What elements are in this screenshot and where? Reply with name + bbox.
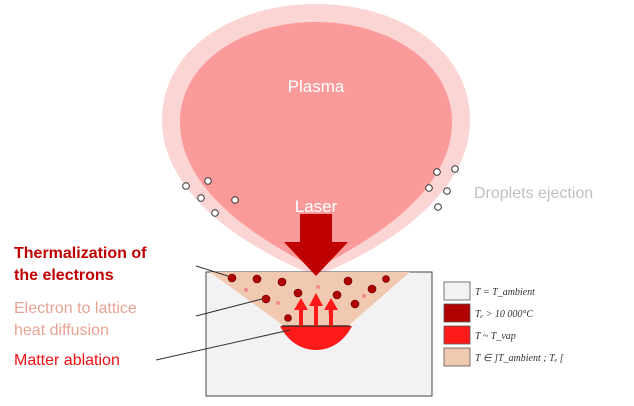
laser-arrow <box>284 214 348 276</box>
heat-dot <box>316 285 320 289</box>
electron-dot <box>332 290 342 300</box>
heat-dot <box>276 301 280 305</box>
legend-text-intermediate: T ∈ ]T_ambient ; Tₑ [ <box>475 353 565 364</box>
droplet <box>211 209 219 217</box>
ablation-arrow <box>324 298 338 326</box>
electron-dot <box>277 277 287 287</box>
leader-lines <box>155 265 291 361</box>
droplet <box>434 203 442 211</box>
electron-dot <box>367 284 377 294</box>
legend-text-electron: Tₑ > 10 000°C <box>475 309 533 320</box>
thermalization-label-line2: the electrons <box>14 267 114 284</box>
ablation-arrow <box>294 298 308 326</box>
ablation-arrow <box>309 293 323 326</box>
thermalization-label-line1: Thermalization of <box>14 245 147 262</box>
electron-dot <box>284 314 292 322</box>
plasma-plume: Plasma <box>162 4 470 276</box>
electron-dot <box>382 275 390 283</box>
electron-dot <box>343 276 353 286</box>
droplet <box>443 187 451 195</box>
laser-label: Laser <box>295 197 338 216</box>
droplets-group <box>182 165 459 217</box>
droplet <box>433 168 441 176</box>
diffusion-label-line2: heat diffusion <box>14 322 109 339</box>
electron-dot <box>227 273 237 283</box>
electron-dot <box>252 274 262 284</box>
droplet <box>182 182 190 190</box>
diffusion-label: Electron to lattice heat diffusion <box>14 300 141 339</box>
droplets-label: Droplets ejection <box>474 185 593 202</box>
thermalization-label: Thermalization of the electrons <box>14 245 151 284</box>
heat-dot <box>244 288 248 292</box>
ablation-crater <box>280 326 352 350</box>
legend-swatch-intermediate <box>443 347 471 367</box>
ablation-label: Matter ablation <box>14 352 120 369</box>
ablation-arrows <box>294 293 338 326</box>
legend-swatch-vapor <box>443 325 471 345</box>
droplet <box>197 194 205 202</box>
diffusion-leader <box>195 298 263 317</box>
droplet <box>451 165 459 173</box>
droplet <box>204 177 212 185</box>
legend-swatch-ambient <box>443 281 471 301</box>
legend-swatch-electron <box>443 303 471 323</box>
droplet <box>231 196 239 204</box>
electron-dot <box>350 299 360 309</box>
thermalization-leader <box>195 265 229 277</box>
legend: T = T_ambient Tₑ > 10 000°C T ~ T_vap T … <box>443 281 565 367</box>
legend-text-ambient: T = T_ambient <box>475 287 535 298</box>
ablation-leader <box>155 329 291 361</box>
heat-affected-zone <box>210 272 410 326</box>
electron-dot <box>261 294 271 304</box>
electron-dot <box>293 288 303 298</box>
heat-dot <box>362 294 366 298</box>
diffusion-label-line1: Electron to lattice <box>14 300 137 317</box>
droplet <box>425 184 433 192</box>
legend-text-vapor: T ~ T_vap <box>475 331 516 342</box>
electrons-group <box>227 273 390 322</box>
plasma-label: Plasma <box>288 77 345 96</box>
plasma-core <box>180 22 452 268</box>
